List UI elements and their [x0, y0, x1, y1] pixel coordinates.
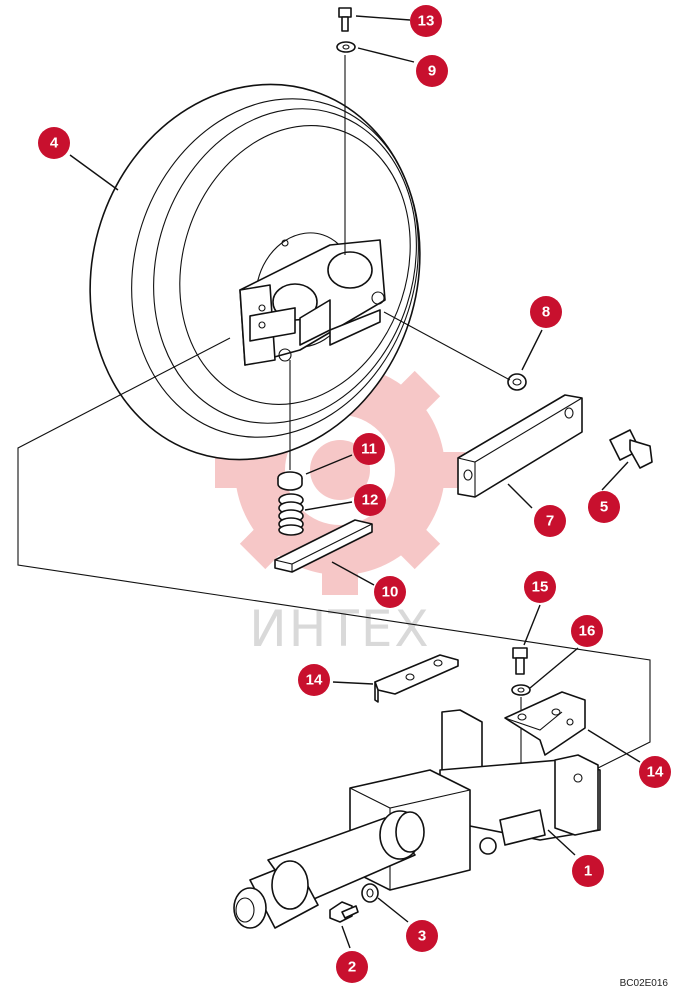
leader-lines	[69, 15, 641, 949]
svg-text:14: 14	[647, 764, 664, 781]
callout-16: 16	[571, 615, 603, 647]
bearing-block-assembly	[239, 239, 386, 366]
svg-text:1: 1	[584, 863, 592, 880]
washer-9	[336, 41, 356, 53]
svg-text:11: 11	[361, 441, 377, 458]
callout-3: 3	[406, 920, 438, 952]
callout-9: 9	[416, 55, 448, 87]
callout-5: 5	[588, 491, 620, 523]
callout-2: 2	[336, 951, 368, 983]
washer-3	[361, 883, 379, 903]
recoil-rod	[233, 810, 425, 929]
bolt-15	[512, 647, 528, 675]
bracket-14-left	[374, 654, 459, 703]
callout-11: 11	[353, 433, 385, 465]
svg-text:5: 5	[600, 499, 608, 516]
plate-7	[457, 394, 583, 498]
svg-text:16: 16	[579, 623, 596, 640]
svg-text:8: 8	[542, 304, 550, 321]
callout-1: 1	[572, 855, 604, 887]
spring-12	[278, 493, 304, 536]
callout-4: 4	[38, 127, 70, 159]
washer-16	[511, 684, 531, 696]
callout-13: 13	[410, 5, 442, 37]
cap-11	[277, 471, 303, 491]
svg-text:4: 4	[50, 135, 59, 152]
bolt-2	[329, 901, 359, 923]
svg-text:12: 12	[362, 492, 379, 509]
drawing-code: BC02E016	[620, 978, 669, 989]
svg-text:10: 10	[382, 584, 399, 601]
callout-14-left: 14	[298, 664, 330, 696]
callout-7: 7	[534, 505, 566, 537]
washer-8	[507, 373, 527, 391]
svg-text:7: 7	[546, 513, 554, 530]
svg-text:9: 9	[428, 63, 436, 80]
idler-wheel	[89, 83, 421, 461]
callout-14-right: 14	[639, 756, 671, 788]
svg-text:15: 15	[532, 579, 549, 596]
plate-10	[274, 519, 373, 573]
callout-12: 12	[354, 484, 386, 516]
svg-text:2: 2	[348, 959, 356, 976]
callout-8: 8	[530, 296, 562, 328]
svg-text:14: 14	[306, 672, 323, 689]
bracket-14-right	[504, 691, 586, 756]
watermark-text: ИНТЕХ	[249, 600, 430, 658]
callout-10: 10	[374, 576, 406, 608]
svg-text:3: 3	[418, 928, 426, 945]
bolt-13	[338, 7, 352, 32]
bolt-5	[609, 429, 653, 469]
callout-15: 15	[524, 571, 556, 603]
svg-text:13: 13	[418, 13, 435, 30]
